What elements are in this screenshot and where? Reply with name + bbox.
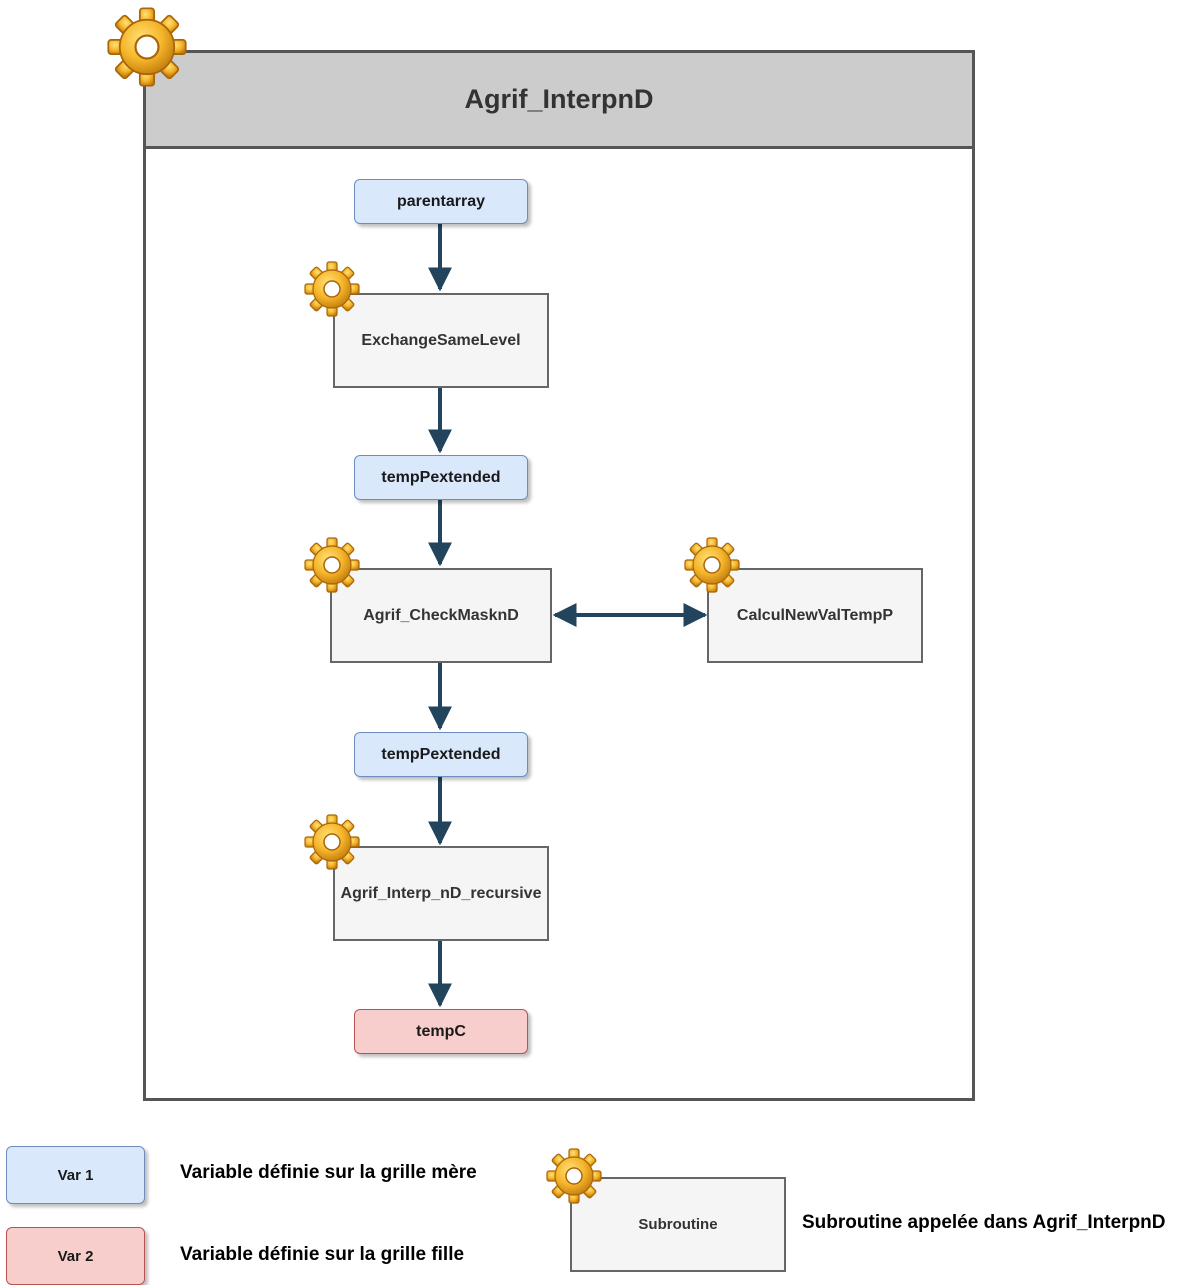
node-agrif-checkmasknd: Agrif_CheckMasknD bbox=[330, 568, 552, 663]
legend-var2-swatch: Var 2 bbox=[6, 1227, 145, 1285]
node-temp-pextended-2: tempPextended bbox=[354, 732, 528, 777]
gear-icon bbox=[684, 537, 740, 593]
node-exchange-same-level: ExchangeSameLevel bbox=[333, 293, 549, 388]
node-calcul-new-val-tempp: CalculNewValTempP bbox=[707, 568, 923, 663]
node-temp-pextended-1: tempPextended bbox=[354, 455, 528, 500]
gear-icon bbox=[304, 261, 360, 317]
gear-icon bbox=[546, 1148, 602, 1204]
gear-icon bbox=[304, 537, 360, 593]
legend-var1-description: Variable définie sur la grille mère bbox=[180, 1162, 477, 1183]
node-tempc: tempC bbox=[354, 1009, 528, 1054]
node-parentarray: parentarray bbox=[354, 179, 528, 224]
legend-subroutine-description: Subroutine appelée dans Agrif_InterpnD bbox=[802, 1212, 1166, 1233]
legend-var1-swatch: Var 1 bbox=[6, 1146, 145, 1204]
legend-subroutine-swatch: Subroutine bbox=[570, 1177, 786, 1272]
node-agrif-interp-nd-recursive: Agrif_Interp_nD_recursive bbox=[333, 846, 549, 941]
legend-var2-description: Variable définie sur la grille fille bbox=[180, 1244, 465, 1265]
diagram-title: Agrif_InterpnD bbox=[146, 53, 972, 149]
gear-icon bbox=[304, 814, 360, 870]
gear-icon bbox=[107, 7, 187, 87]
